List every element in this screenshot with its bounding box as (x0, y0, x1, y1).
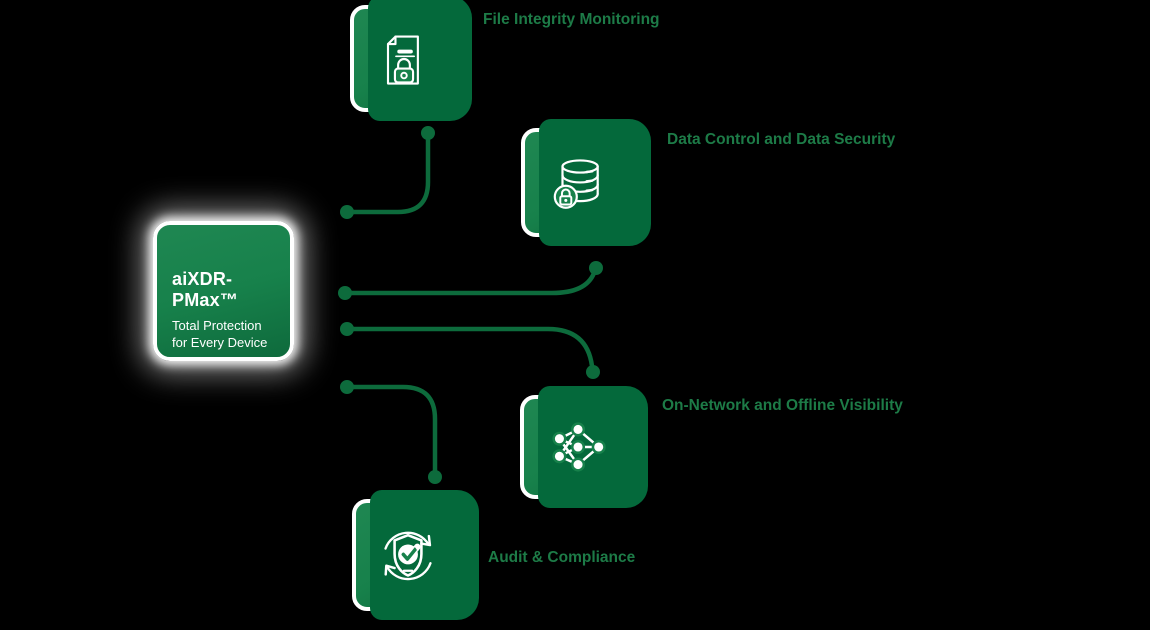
connector-dot (428, 470, 442, 484)
connector-dot (340, 380, 354, 394)
connector-to-network-visibility (344, 326, 595, 369)
feature-label-data-control: Data Control and Data Security (667, 131, 896, 148)
center-product-box: aiXDR-PMax™ Total Protection for Every D… (153, 221, 294, 361)
connector-dot (586, 365, 600, 379)
connector-to-file-integrity (344, 137, 431, 215)
connector-to-audit-compliance (344, 384, 438, 473)
feature-box-data-control (521, 119, 651, 246)
feature-box-file-integrity (350, 0, 472, 121)
database-lock-icon (553, 158, 599, 209)
connector-dot (338, 286, 352, 300)
neural-network-icon (551, 422, 606, 472)
connector-dot (589, 261, 603, 275)
connector-dot (340, 322, 354, 336)
product-subtitle: Total Protection for Every Device (172, 318, 268, 350)
shield-check-sync-icon (384, 531, 432, 581)
product-title: aiXDR-PMax™ (172, 269, 239, 310)
connector-dot (340, 205, 354, 219)
feature-label-audit-compliance: Audit & Compliance (488, 549, 636, 566)
feature-box-network-visibility (520, 386, 648, 508)
document-lock-icon (386, 35, 419, 85)
connector-dot (421, 126, 435, 140)
feature-box-audit-compliance (352, 490, 479, 620)
connector-to-data-control (342, 270, 597, 296)
feature-label-file-integrity: File Integrity Monitoring (483, 11, 660, 28)
feature-label-network-visibility: On-Network and Offline Visibility (662, 397, 903, 414)
